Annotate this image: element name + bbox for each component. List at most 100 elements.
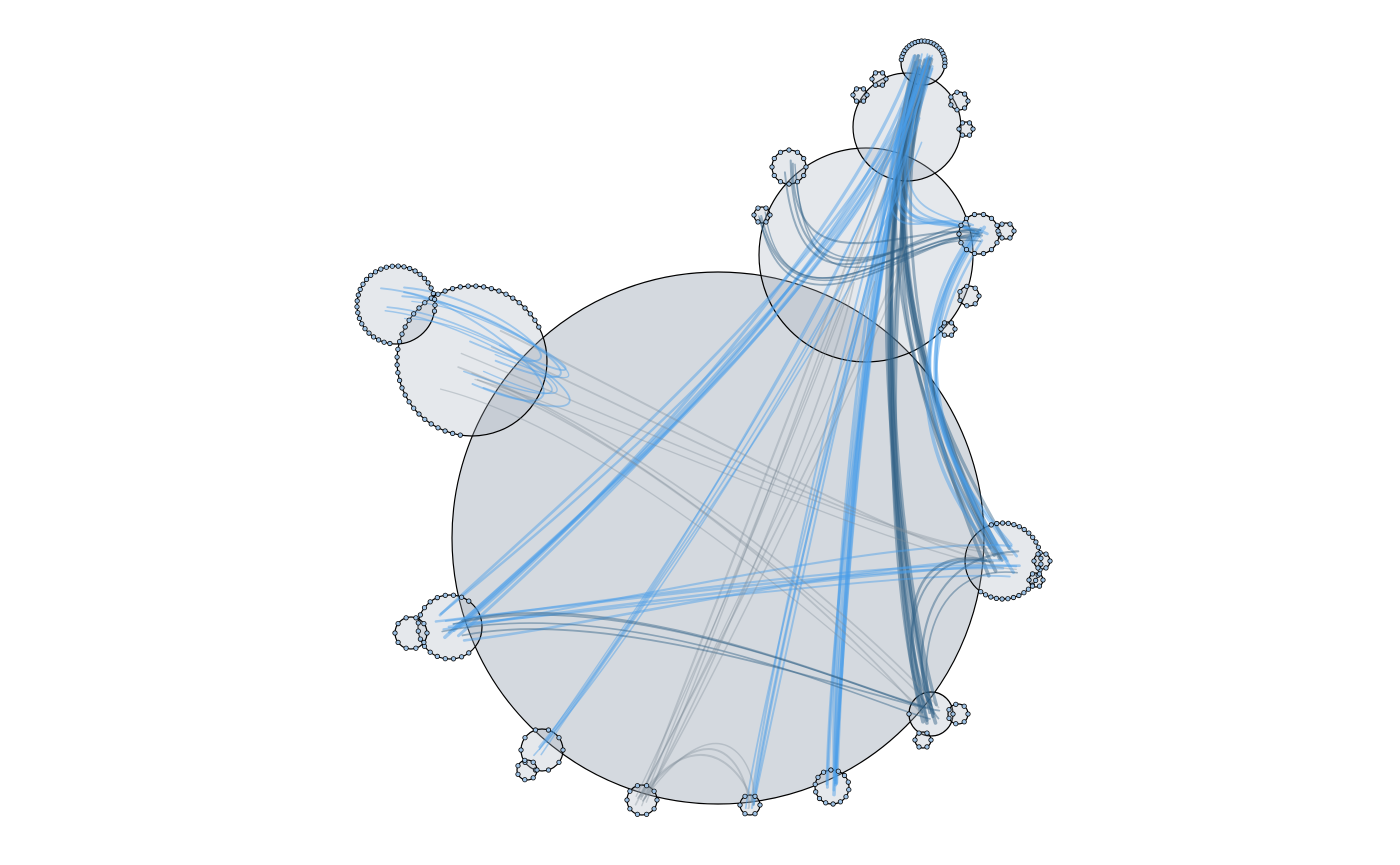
leaf-node-right-cluster (1038, 561, 1044, 567)
leaf-node-upper-left-large (416, 411, 422, 417)
edge-top-cluster-to-bottom-c (825, 70, 925, 789)
leaf-node-top-small-c (961, 105, 968, 111)
edge-top-cluster-to-bottom-b (752, 53, 923, 806)
leaf-node-upper-left-far (360, 281, 366, 287)
leaf-node-upper-left-large (532, 317, 538, 323)
leaf-node-top-small-c (954, 107, 960, 113)
edge-top-cluster-to-bottom-c (834, 58, 930, 785)
leaf-node-bottom-a (643, 783, 650, 789)
leaf-node-bottom-right-mid (906, 711, 912, 717)
leaf-node-top-small-b (860, 98, 867, 104)
edge-top-right-large-to-bottom-a (641, 281, 855, 802)
leaf-node-bottom-left-tiny (522, 757, 528, 763)
leaf-node-top-small-b (864, 92, 870, 98)
leaf-node-upper-left-far (383, 264, 389, 270)
leaf-node-bottom-right-a (961, 703, 967, 709)
leaf-node-bottom-right-a (953, 701, 959, 707)
group-circle-upper-mid-small (771, 149, 807, 185)
leaf-node-right-upper-b (995, 228, 1001, 234)
leaf-node-right-upper-a (971, 250, 978, 257)
leaf-node-left-lower-far (403, 615, 409, 621)
leaf-node-upper-left-large (442, 428, 448, 434)
leaf-node-bottom-c (812, 781, 818, 787)
edge-top-cluster-to-bottom-right-mid (890, 54, 938, 707)
leaf-node-right-cluster (988, 594, 994, 600)
leaf-node-upper-left-far (362, 326, 368, 332)
leaf-node-upper-left-large (435, 291, 441, 297)
leaf-node-right-upper-a (994, 240, 1000, 246)
edge-right-cluster-to-left-lower (444, 564, 1018, 623)
leaf-node-top-small-d (956, 126, 962, 132)
edge-right-upper-a-to-right-cluster (924, 230, 997, 555)
leaf-node-upper-mid-small (794, 179, 801, 185)
edge-top-cluster-to-left-lower (443, 56, 931, 640)
leaf-node-upper-left-far (355, 310, 361, 316)
edge-top-cluster-to-right-cluster (901, 58, 997, 557)
edge-top-cluster-to-bottom-c (832, 54, 920, 781)
leaf-node-bottom-right-b (916, 744, 922, 750)
leaf-node-bottom-c (841, 772, 848, 779)
leaf-node-bottom-left-tiny (530, 759, 536, 765)
leaf-node-bottom-a (627, 806, 633, 812)
leaf-node-upper-left-far (421, 275, 427, 281)
leaf-node-top-small-a (872, 82, 879, 88)
edge-right-cluster-to-upper-left-large (490, 346, 990, 550)
edge-top-cluster-to-right-cluster (899, 67, 1002, 561)
leaf-node-upper-mid-small (786, 181, 792, 187)
leaf-node-upper-left-large (522, 305, 528, 311)
leaf-node-bottom-b (742, 793, 748, 799)
leaf-node-bottom-left-tiny (522, 777, 528, 783)
leaf-node-left-lower (417, 636, 423, 642)
group-circle-upper-left-large (396, 285, 548, 437)
edge-right-upper-a-to-right-cluster (928, 226, 1009, 563)
leaf-node-upper-left-large (457, 432, 463, 438)
leaf-node-upper-left-large (399, 385, 405, 391)
leaf-node-right-lower-small (948, 320, 955, 326)
leaf-node-right-cluster (1016, 592, 1022, 599)
leaf-node-upper-left-large (422, 416, 428, 422)
edge-right-upper-a-to-right-cluster (934, 233, 1016, 575)
edge-upper-left-large-to-bottom-right-mid (439, 388, 924, 711)
leaf-node-upper-left-far (381, 339, 387, 345)
leaf-node-upper-left-far (395, 263, 401, 269)
leaf-node-left-lower-far (403, 645, 409, 651)
edge-top-cluster-to-bottom-right-mid (889, 58, 932, 715)
leaf-node-bottom-c (816, 795, 823, 802)
leaf-node-bottom-a (624, 797, 630, 803)
edge-top-cluster-to-bottom-right-mid (887, 69, 929, 725)
leaf-node-right-upper-a (958, 222, 964, 228)
leaf-node-bottom-b (752, 793, 758, 799)
leaf-node-right-cluster (1021, 526, 1027, 533)
edge-upper-left-large-to-upper-left-far (403, 317, 558, 395)
edge-top-right-mid-to-bottom-left-mid (538, 102, 913, 748)
leaf-node-upper-left-tiny (755, 219, 761, 225)
leaf-node-upper-mid-small (801, 155, 807, 162)
leaf-node-upper-left-far (417, 271, 423, 277)
leaf-node-upper-left-tiny (751, 212, 757, 218)
leaf-node-bottom-c (846, 787, 852, 793)
leaf-node-top-small-a (879, 70, 886, 76)
edge-upper-mid-small-to-right-upper-a (795, 173, 982, 268)
leaf-node-upper-left-large (481, 284, 487, 290)
leaf-node-upper-left-far (356, 315, 362, 321)
edge-top-cluster-to-right-cluster (893, 54, 992, 550)
leaf-node-upper-left-far (375, 337, 382, 343)
leaf-node-left-lower-far (424, 630, 430, 636)
leaf-node-left-lower (458, 654, 465, 660)
leaf-node-top-small-c (954, 89, 960, 95)
leaf-node-right-upper-b (999, 235, 1005, 241)
leaf-node-right-upper-a (980, 211, 987, 218)
edge-top-cluster-to-right-upper-a (906, 54, 982, 239)
leaf-node-upper-mid-small (803, 164, 809, 170)
edge-top-cluster-to-bottom-c (832, 68, 926, 792)
edge-top-cluster-to-bottom-b (750, 67, 934, 810)
leaf-node-right-cluster (1035, 544, 1042, 550)
leaf-node-right-cluster (999, 596, 1005, 602)
leaf-node-top-small-a (869, 76, 875, 82)
leaf-node-bottom-c (820, 769, 827, 775)
leaf-node-upper-left-far (354, 298, 360, 304)
edge-upper-left-tiny-to-right-upper-a (758, 217, 975, 286)
leaf-node-upper-mid-small (801, 172, 807, 179)
leaf-node-upper-left-far (428, 285, 434, 291)
